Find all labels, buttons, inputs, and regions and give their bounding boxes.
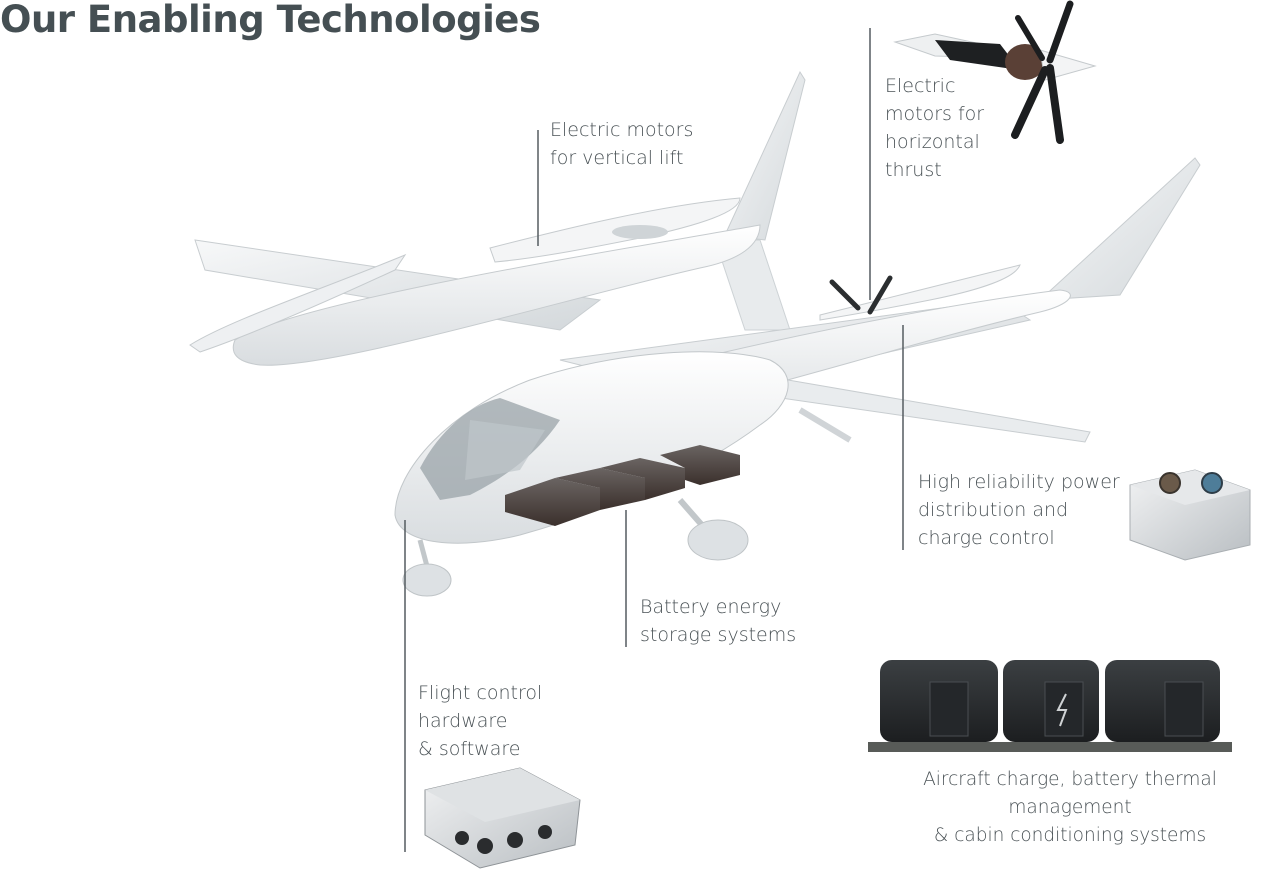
label-vertical-lift: Electric motors for vertical lift	[550, 119, 694, 169]
leader-lines	[404, 28, 904, 852]
flight-control-computer-illustration	[424, 767, 581, 869]
label-ground-systems: Aircraft charge, battery thermal managem…	[923, 769, 1217, 846]
ground-support-units-illustration	[868, 660, 1232, 752]
propeller-motor-illustration	[893, 0, 1097, 144]
evtol-aircraft-illustration	[189, 70, 1201, 597]
page-title: Our Enabling Technologies	[0, 0, 541, 41]
power-distribution-unit-illustration	[1129, 469, 1251, 561]
label-flight-control: Flight control hardware & software	[418, 682, 543, 760]
label-horizontal-thrust: Electric motors for horizontal thrust	[885, 75, 985, 181]
label-battery: Battery energy storage systems	[640, 596, 797, 646]
label-power-distribution: High reliability power distribution and …	[918, 471, 1120, 549]
battery-pack-illustration	[505, 445, 740, 526]
